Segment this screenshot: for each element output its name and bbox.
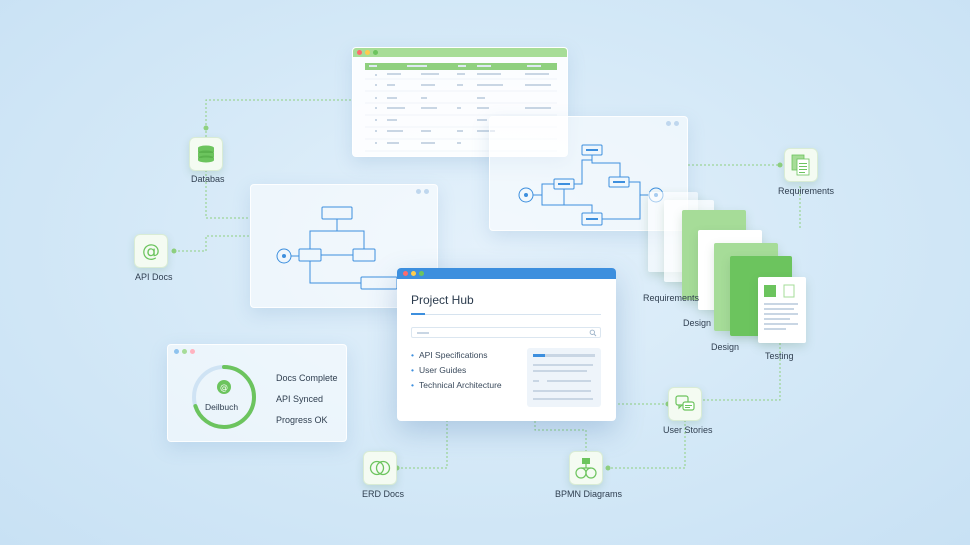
hub-title: Project Hub: [411, 293, 474, 307]
hub-preview-panel: [527, 348, 601, 407]
hub-divider-accent: [411, 313, 425, 315]
doc-stack-label-design-1: Design: [683, 318, 712, 328]
chat-bubbles-icon: [675, 395, 695, 411]
user-stories-node[interactable]: [668, 387, 702, 421]
at-sign-icon: @: [142, 241, 160, 262]
overlapping-circles-icon: [369, 460, 391, 476]
bpmn-diagram-icon: [575, 458, 597, 479]
database-node[interactable]: [189, 137, 223, 171]
hub-item-api-specifications[interactable]: API Specifications: [411, 348, 502, 363]
requirements-node[interactable]: [784, 148, 818, 182]
requirements-label: Requirements: [778, 186, 835, 196]
hub-title-bar: [397, 268, 616, 279]
documents-icon: [791, 154, 810, 176]
spreadsheet-window: [352, 47, 568, 157]
status-api-synced: API Synced: [276, 394, 324, 404]
hub-item-user-guides[interactable]: User Guides: [411, 363, 502, 378]
bpmn-diagrams-label: BPMN Diagrams: [555, 489, 623, 499]
bpmn-diagrams-node[interactable]: [569, 451, 603, 485]
database-icon: [198, 145, 214, 163]
hub-divider: [411, 314, 601, 315]
search-icon: [589, 329, 597, 337]
progress-ring: @: [192, 365, 256, 429]
erd-docs-label: ERD Docs: [362, 489, 405, 499]
svg-text:@: @: [220, 383, 228, 392]
database-label: Databas: [191, 174, 225, 184]
status-progress-ok: Progress OK: [276, 415, 328, 425]
api-docs-label: API Docs: [135, 272, 173, 282]
doc-stack-label-requirements: Requirements: [643, 293, 700, 303]
flowchart-diagram-left: [276, 206, 398, 290]
svg-text:@: @: [142, 241, 160, 262]
ring-label: Deilbuch: [205, 402, 239, 412]
flowchart-window-left: [250, 184, 438, 308]
testing-document: [758, 277, 806, 343]
project-hub-window[interactable]: Project Hub API Specifications User Guid…: [397, 268, 616, 421]
status-window: @ Deilbuch Docs Complete API Synced Prog…: [167, 344, 347, 442]
status-docs-complete: Docs Complete: [276, 373, 338, 383]
hub-item-technical-architecture[interactable]: Technical Architecture: [411, 378, 502, 393]
hub-search-input[interactable]: [411, 327, 601, 338]
erd-docs-node[interactable]: [363, 451, 397, 485]
api-docs-node[interactable]: @: [134, 234, 168, 268]
doc-stack-label-testing: Testing: [765, 351, 794, 361]
hub-item-list: API Specifications User Guides Technical…: [411, 348, 502, 393]
user-stories-label: User Stories: [663, 425, 713, 435]
spreadsheet-title-bar: [353, 48, 567, 57]
doc-stack-label-design-2: Design: [711, 342, 740, 352]
